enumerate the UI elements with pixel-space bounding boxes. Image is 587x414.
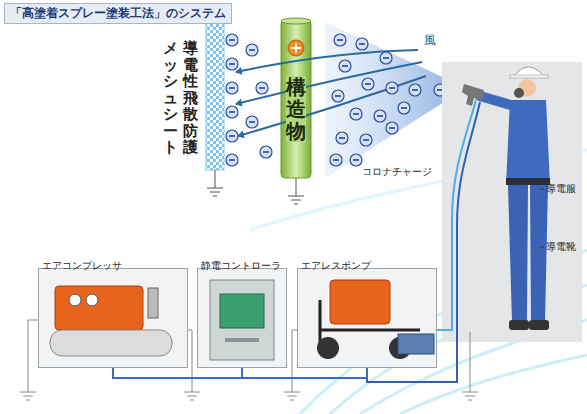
diagram-title: 「高塗着スプレー塗装工法」のシステム [4,3,232,24]
ground-wire [20,392,36,400]
structure-cylinder [291,43,301,53]
mesh-sheet [213,196,217,197]
equipment-illustration [225,338,259,342]
wind-arrows [238,76,426,136]
structure-cylinder [281,18,311,204]
equipment-illustration [330,280,390,324]
equipment-label: エアレスポンプ [297,259,371,273]
equipment-illustration [297,268,437,368]
equipment-illustration [148,288,158,318]
ground-wire [188,330,192,392]
equipment-frame [38,268,188,368]
worker-panel [530,185,548,322]
mesh-label: 導電性飛散防護 メッシュシート [163,40,198,157]
equipment-box: エアレスポンプ [297,254,437,368]
wind-label: 風 [424,32,436,49]
negative-sign [229,40,443,160]
equipment-label: エアコンプレッサ [38,259,122,273]
mesh-sheet [215,170,216,188]
hose [367,102,480,382]
negative-sign [229,40,443,160]
equipment-box: 静電コントローラ [197,254,287,368]
structure-cylinder [296,178,297,196]
ground-wire [184,392,200,400]
mesh-sheet [207,188,223,189]
equipment-illustration [398,334,434,354]
structure: 構造物 [281,18,311,178]
mesh-sheet [206,22,224,170]
worker-panel [510,75,548,78]
wind-arrows [236,50,426,136]
equipment-frame [297,268,437,368]
worker-panel [442,62,582,342]
ground-wire [28,320,38,392]
equipment-illustration [69,294,81,306]
equipment-illustration [50,330,172,356]
equipment-illustration [55,286,143,330]
hose-connector [242,368,367,378]
worker-panel [509,320,529,330]
equipment-illustration [38,268,188,368]
shoes-label: 導電靴 [546,240,576,254]
equipment-frame [197,268,287,368]
mesh-sheet [206,22,224,196]
equipment-box: エアコンプレッサ [38,254,188,368]
equipment-illustration [197,268,287,368]
structure-cylinder [281,20,311,178]
structure-label: 構造物 [286,76,306,142]
hose [367,100,480,382]
structure-cylinder [288,196,304,197]
worker-panel [442,62,582,342]
worker-panel [540,189,544,190]
equipment-illustration [86,294,98,306]
suit-label: 導電服 [546,182,576,196]
worker-panel [480,96,514,106]
wave-background [250,150,587,414]
worker-panel [506,100,550,185]
structure-cylinder [294,204,298,205]
worker-panel [540,247,544,248]
ground-wire [462,392,478,400]
worker-panel [514,88,524,98]
worker-panel [506,178,550,185]
negative-charge [226,34,446,166]
worker-panel [529,320,549,330]
worker-panel [514,67,544,76]
hose-connector [113,368,242,378]
corona-label: コロナチャージ [362,165,432,179]
equipment-illustration [317,337,339,359]
ground-wire [284,392,300,400]
equipment-illustration [220,294,264,328]
equipment-label: 静電コントローラ [197,259,281,273]
wind-arrows [236,62,422,104]
structure-cylinder [291,200,301,201]
structure-cylinder [288,40,304,56]
structure-cylinder [281,18,311,24]
ground-wire [20,320,478,400]
equipment-illustration [210,280,274,360]
equipment-illustration [38,268,437,368]
ground-wire [470,332,471,392]
worker-panel [508,185,528,322]
mesh-sheet [210,192,220,193]
